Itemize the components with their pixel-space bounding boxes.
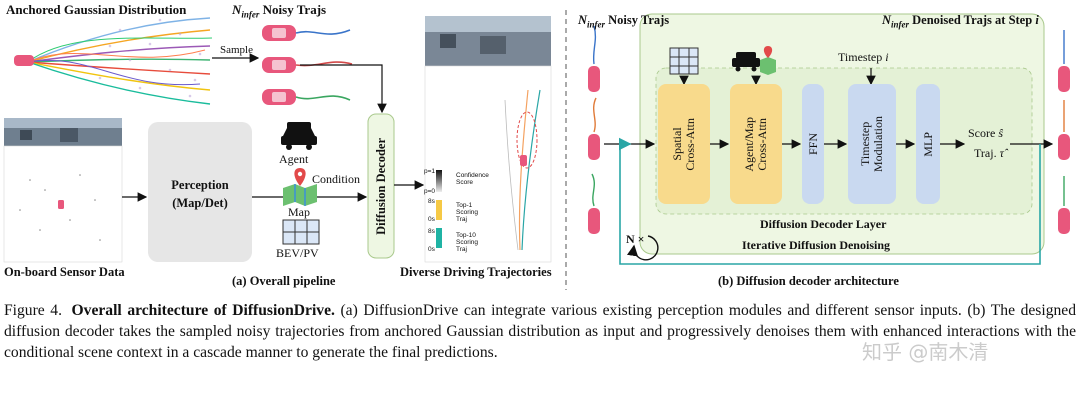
decoder-layer-box [655,67,1033,215]
sensor-label: On-board Sensor Data [4,265,125,279]
diverse-trajectories-image [424,16,552,263]
map-label: Map [288,205,310,219]
noisy-to-decoder-arrow [300,64,387,114]
agent-map-icons [732,46,776,75]
loop-count-icon [627,235,659,261]
diffusion-decoder-label: Diffusion Decoder [373,137,388,235]
bevpv-label: BEV/PV [276,246,319,260]
figure-caption: Figure 4. Overall architecture of Diffus… [4,300,1076,363]
caption-text: (a) DiffusionDrive can integrate various… [4,302,1077,361]
perception-block [148,122,252,262]
sample-label: Sample [220,44,253,56]
figure-title: Overall architecture of DiffusionDrive. [71,302,335,319]
axis-0s-bottom: 0s [428,246,435,253]
loop-count-label: N × [626,232,645,246]
right-noisy-title: Ninfer Noisy Trajs [578,13,670,30]
legend-confidence: Confidence Score [456,172,489,186]
score-label: Score ŝ [968,126,1003,140]
right-denoised-title: Ninfer Denoised Trajs at Step i [882,13,1039,30]
condition-label: Condition [312,172,361,186]
axis-p0: p=0 [424,188,436,195]
right-denoised-cars [1058,30,1070,234]
ffn-block: FFN [802,84,824,204]
agent-map-cross-attn-block: Agent/Map Cross-Attn [730,84,782,204]
axis-8s-bottom: 8s [428,228,435,235]
mlp-block: MLP [916,84,940,204]
figure: Anchored Gaussian Distribution Ninfer No… [3,2,1070,290]
noisy-trajs-title: Ninfer Noisy Trajs [232,2,327,20]
traj-label: Traj. τ̂ [974,146,1004,160]
axis-p1: p=1 [424,168,436,175]
agent-label: Agent [279,152,309,166]
iterative-label: Iterative Diffusion Denoising [742,238,890,252]
timestep-label: Timestep i [838,50,889,64]
noisy-traj-cars [262,25,353,105]
caption-a: (a) Overall pipeline [232,274,336,288]
axis-0s-top: 0s [428,216,435,223]
gaussian-fan [14,17,213,105]
spatial-grid-icon [669,47,699,75]
bev-grid-icon [282,219,320,245]
spatial-cross-attn-block: Spatial Cross-Attn [658,84,710,204]
decoder-layer-label: Diffusion Decoder Layer [760,217,887,231]
legend-top1: Top-1 Scoring Traj [456,202,479,223]
map-icon [283,168,317,206]
sensor-data-image [3,118,123,263]
ego-car-icon [14,55,34,66]
legend-top10: Top-10 Scoring Traj [456,232,479,253]
axis-8s-top: 8s [428,198,435,205]
right-noisy-cars [588,25,600,234]
diffusion-decoder-block [367,113,395,259]
taxi-icon [281,122,317,150]
watermark: 知乎 @南木清 [862,340,989,364]
anchored-title: Anchored Gaussian Distribution [6,2,187,17]
loop-back-arrow [618,137,1041,265]
diverse-label: Diverse Driving Trajectories [400,265,552,279]
caption-b: (b) Diffusion decoder architecture [718,274,899,288]
perception-label: Perception (Map/Det) [171,178,229,210]
figure-number: Figure 4. [4,302,62,319]
timestep-modulation-block: Timestep Modulation [848,84,896,204]
